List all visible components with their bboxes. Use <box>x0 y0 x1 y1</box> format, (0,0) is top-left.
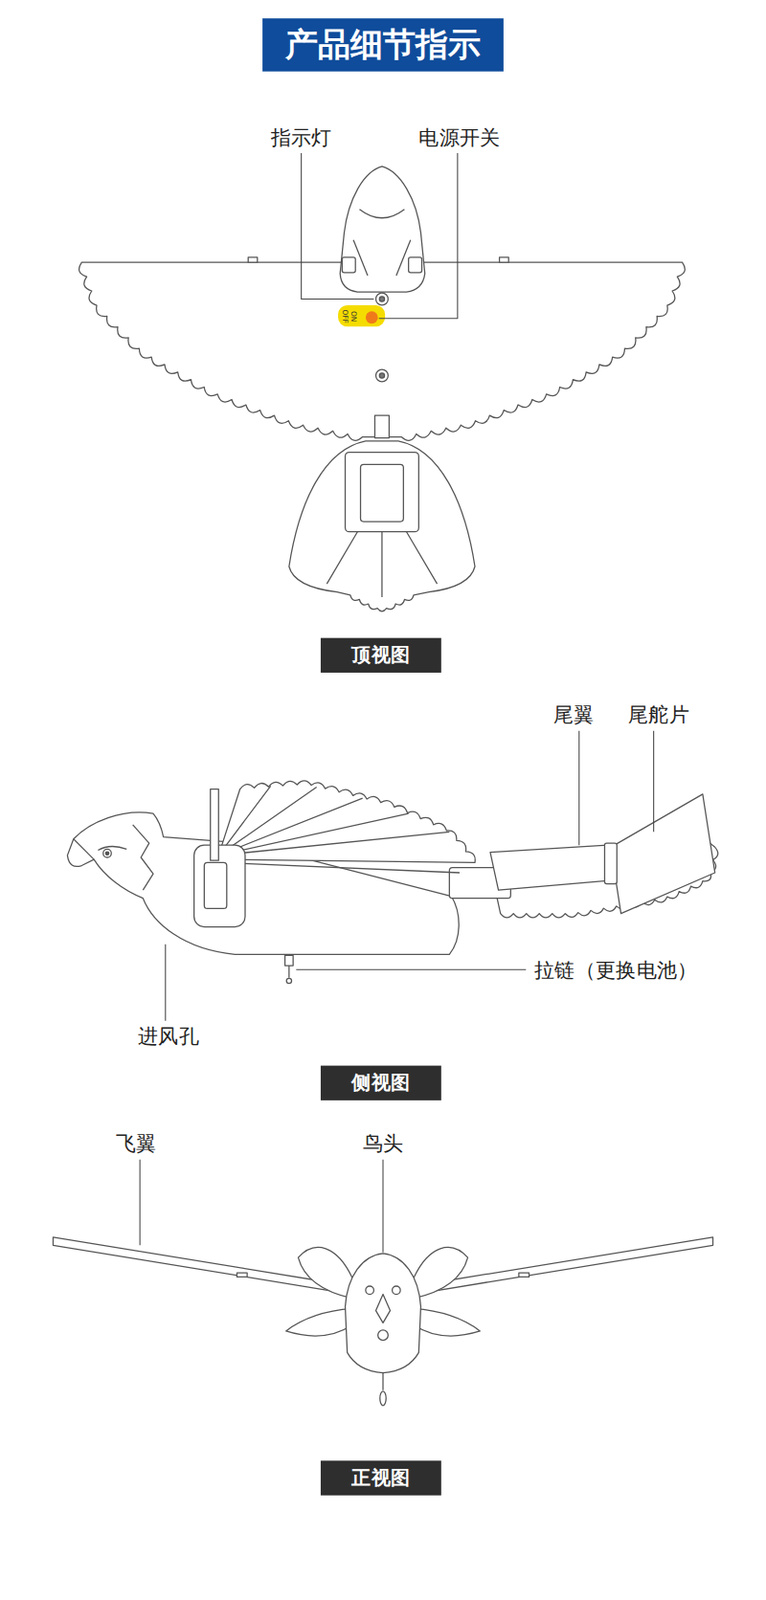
battery-bay <box>360 464 405 522</box>
screw-core <box>379 373 384 379</box>
view-caption-box: 顶视图 <box>320 638 442 674</box>
head-pattern <box>353 209 411 276</box>
part-label: 鸟头 <box>362 1131 405 1157</box>
part-label: 拉链（更换电池） <box>534 958 699 984</box>
leader-line <box>301 153 375 300</box>
front-head <box>345 1254 422 1375</box>
wing-tab <box>247 257 258 263</box>
bird-head <box>339 166 426 293</box>
indicator-light <box>376 292 389 306</box>
zipper-end <box>286 978 292 984</box>
top-view-drawing <box>79 166 686 612</box>
wing-ribs <box>218 786 450 857</box>
leader-line <box>295 969 526 971</box>
part-label: 进风孔 <box>137 1024 200 1050</box>
view-caption-box: 侧视图 <box>320 1066 442 1102</box>
eye-pupil <box>105 852 109 856</box>
tail-frame <box>345 452 420 533</box>
tail-wing <box>490 845 618 891</box>
screw <box>376 369 389 383</box>
mast <box>210 789 220 862</box>
indicator-light-core <box>379 296 384 302</box>
part-label: 指示灯 <box>270 125 333 151</box>
part-label: 飞翼 <box>115 1131 158 1157</box>
connector <box>341 257 356 273</box>
leader-lines <box>139 153 654 1254</box>
front-half-mirror <box>413 1238 714 1337</box>
zipper-cord <box>382 1374 383 1392</box>
beak <box>376 1295 391 1325</box>
part-label: ON <box>349 310 357 321</box>
part-label: OFF <box>340 309 348 323</box>
part-label: 电源开关 <box>418 125 500 151</box>
title-banner: 产品细节指示 <box>262 18 504 71</box>
part-label: 尾翼 <box>553 702 595 728</box>
switch-highlight <box>337 305 385 327</box>
part-label: 尾舵片 <box>628 702 690 728</box>
lower-feather <box>286 1308 353 1337</box>
front-view-drawing <box>52 1238 713 1407</box>
front-half <box>52 1238 353 1337</box>
leader-line <box>653 731 654 834</box>
gearbox <box>203 862 226 909</box>
switch-knob <box>365 311 379 324</box>
leader-line <box>139 1160 141 1247</box>
head-details <box>73 825 154 891</box>
eye <box>103 849 113 858</box>
tail-outline <box>289 441 475 612</box>
rod <box>218 862 460 874</box>
servo <box>604 843 617 885</box>
page-title: 产品细节指示 <box>285 22 482 68</box>
view-caption: 侧视图 <box>351 1070 410 1098</box>
tail-lines <box>326 532 437 598</box>
raised-wing <box>218 781 475 863</box>
eye <box>392 1286 402 1296</box>
connector <box>408 257 423 273</box>
view-caption-box: 正视图 <box>320 1461 442 1496</box>
tail-rudder <box>610 794 716 915</box>
wing-tab <box>236 1273 248 1278</box>
wing-tab <box>499 257 510 263</box>
view-caption: 正视图 <box>351 1465 410 1493</box>
mount <box>374 415 389 438</box>
body-window <box>194 845 246 927</box>
eye <box>365 1286 375 1296</box>
leader-line <box>379 153 458 319</box>
view-caption: 顶视图 <box>351 642 410 670</box>
zipper-cord <box>288 966 290 979</box>
zipper-pull <box>380 1392 386 1407</box>
front-switch <box>378 1330 389 1342</box>
zipper-pull <box>285 955 294 967</box>
leader-line <box>382 1160 383 1254</box>
upper-feather <box>297 1247 353 1299</box>
leader-line <box>578 731 580 846</box>
leader-line <box>164 945 166 1022</box>
